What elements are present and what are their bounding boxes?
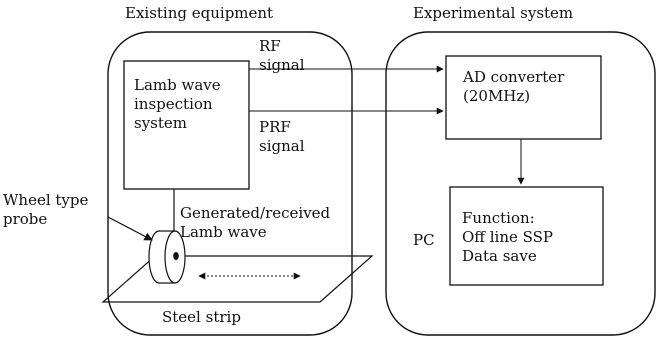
rf-signal-label: RF signal [259,37,305,74]
steel-strip-label: Steel strip [162,308,241,326]
wheel-probe-label: Wheel type probe [3,191,89,228]
experimental-system-title: Experimental system [413,4,574,22]
lamb-wave-system-label: Lamb wave inspection system [134,76,221,132]
wheel-probe-icon [148,230,186,284]
lamb-wave-system-box [123,60,250,190]
steel-strip-plate [101,255,374,303]
experimental-system-container [385,31,656,336]
ad-converter-box [445,55,602,140]
ad-converter-label: AD converter (20MHz) [463,68,565,105]
lamb-wave-label: Generated/received Lamb wave [180,204,331,241]
prf-signal-label: PRF signal [259,118,305,155]
pc-label: PC [413,231,435,249]
existing-equipment-title: Existing equipment [125,4,274,22]
existing-equipment-container [107,31,353,336]
function-box [449,186,604,286]
function-label: Function: Off line SSP Data save [462,209,554,265]
probe-pointer-arrow [107,216,153,241]
